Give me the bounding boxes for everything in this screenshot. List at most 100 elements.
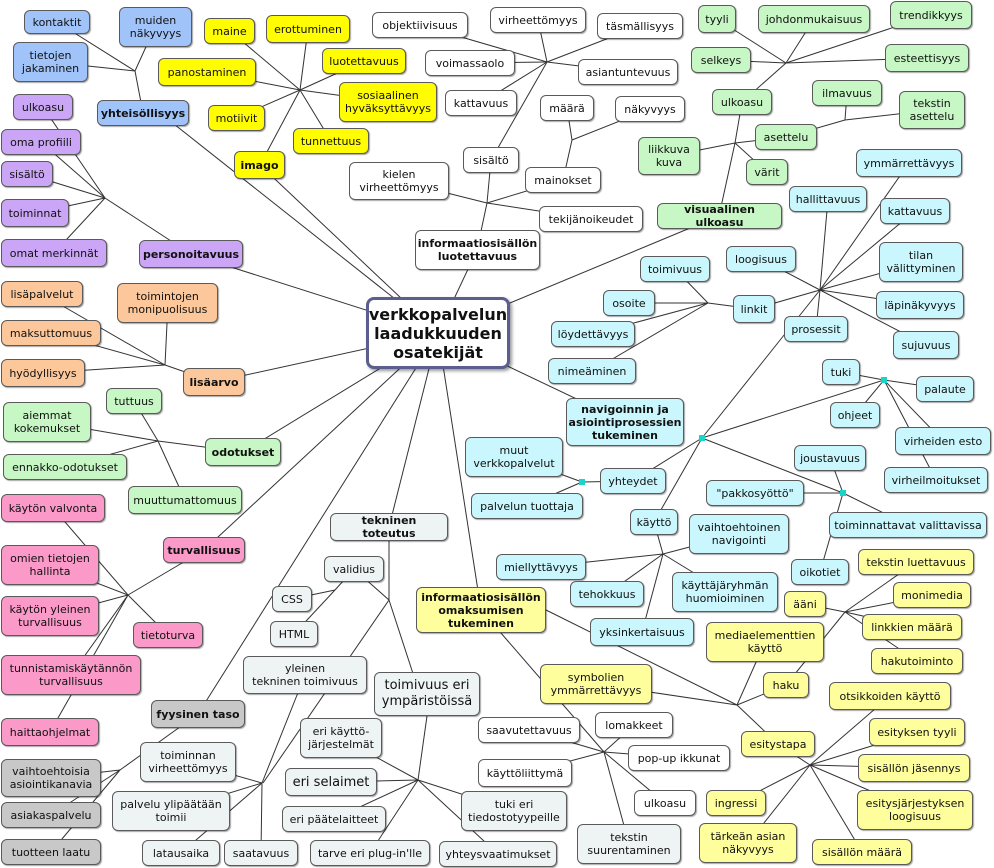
branch-yhteisollisyys: yhteisöllisyys	[97, 100, 189, 126]
node-toimivuus-n: toimivuus	[640, 256, 710, 282]
node-tarkean-asian-nakyvyys: tärkeän asian näkyvyys	[699, 823, 797, 863]
node-mediaelementtien-kaytto: mediaelementtien käyttö	[706, 622, 824, 662]
node-maksuttomuus: maksuttomuus	[1, 320, 101, 346]
node-ulkoasu-p: ulkoasu	[13, 94, 73, 120]
node-maine: maine	[204, 18, 255, 44]
node-virheilmoitukset: virheilmoitukset	[884, 467, 988, 493]
node-tuki: tuki	[822, 359, 860, 385]
node-saatavuus: saatavuus	[224, 840, 298, 866]
node-html: HTML	[270, 621, 318, 647]
branch-omaksuminen: informaatiosisällön omaksumisen tukemine…	[416, 587, 546, 633]
node-sujuvuus: sujuvuus	[893, 331, 959, 359]
junction-marker	[699, 435, 705, 441]
junction-marker	[840, 490, 846, 496]
branch-turvallisuus: turvallisuus	[163, 537, 245, 563]
node-trendikkyys: trendikkyys	[890, 1, 972, 29]
node-joustavuus: joustavuus	[794, 445, 866, 471]
connector-line	[819, 162, 910, 291]
node-aani: ääni	[784, 591, 826, 617]
node-oma-profiili: oma profiili	[1, 129, 81, 155]
node-tekstin-luettavuus: tekstin luettavuus	[858, 549, 974, 575]
node-palvelu-ylipaataan-toimii: palvelu ylipäätään toimii	[112, 791, 230, 831]
node-toiminnan-virheettomyys: toiminnan virheettömyys	[140, 742, 236, 782]
node-ingressi: ingressi	[706, 790, 766, 816]
node-lisapalvelut: lisäpalvelut	[1, 281, 83, 307]
node-lapinakyvyys: läpinäkyvyys	[876, 291, 964, 319]
node-prosessit: prosessit	[784, 316, 848, 342]
node-ulkoasu-o: ulkoasu	[634, 790, 696, 816]
junction-marker	[881, 377, 887, 383]
branch-personoitavuus: personoitavuus	[139, 240, 243, 268]
node-monimedia: monimedia	[893, 582, 971, 608]
node-voimassaolo: voimassaolo	[425, 50, 515, 76]
node-tekijanoikeudet: tekijänoikeudet	[539, 206, 643, 232]
node-sisallon-maara: sisällön määrä	[812, 839, 912, 865]
node-asettelu: asettelu	[755, 124, 817, 150]
node-osoite: osoite	[603, 290, 655, 316]
node-ennakko-odotukset: ennakko-odotukset	[3, 454, 127, 480]
node-loydettavyys: löydettävyys	[551, 321, 635, 347]
node-kontaktit: kontaktit	[24, 10, 90, 34]
node-asiantuntevuus: asiantuntevuus	[578, 59, 678, 85]
connector-line	[819, 210, 916, 291]
node-esitysjarjestyksen-loogisuus: esitysjärjestyksen loogisuus	[857, 790, 973, 830]
node-kayton-valvonta: käytön valvonta	[1, 494, 105, 522]
branch-imago: imago	[234, 151, 285, 179]
connector-line	[819, 198, 829, 291]
node-objektiivisuus: objektiivisuus	[372, 12, 468, 38]
node-sosiaalinen-hyvaksyttavyys: sosiaalinen hyväksyttävyys	[339, 82, 437, 122]
connector-line	[701, 379, 885, 439]
node-virheettomyys: virheettömyys	[490, 7, 586, 33]
center-topic: verkkopalvelun laadukkuuden osatekijät	[366, 297, 510, 369]
node-haittaohjelmat: haittaohjelmat	[1, 718, 99, 746]
connector-line	[701, 289, 821, 439]
node-kaytto: käyttö	[630, 509, 678, 535]
node-esityksen-tyyli: esityksen tyyli	[869, 718, 965, 746]
node-toimivuus-eri-ymparistoissa: toimivuus eri ympäristöissä	[374, 672, 480, 716]
branch-lisaarvo: lisäarvo	[183, 368, 245, 396]
node-tyyli: tyyli	[698, 5, 736, 33]
branch-informaatio-luotettavuus: informaatiosisällön luotettavuus	[415, 230, 540, 270]
node-mainokset: mainokset	[525, 167, 601, 193]
node-ohjeet: ohjeet	[830, 402, 880, 428]
node-pop-up-ikkunat: pop-up ikkunat	[628, 745, 730, 771]
node-kayttajaryhman-huomioiminen: käyttäjäryhmän huomioiminen	[672, 572, 778, 612]
node-validius: validius	[324, 556, 384, 582]
node-tekstin-asettelu: tekstin asettelu	[899, 91, 965, 129]
node-toiminnattavat-valittavissa: toiminnattavat valittavissa	[829, 512, 987, 538]
node-hyodyllisyys: hyödyllisyys	[1, 359, 85, 387]
node-tuotteen-laatu: tuotteen laatu	[1, 839, 101, 865]
connector-line	[437, 332, 482, 611]
branch-visuaalinen-ulkoasu: visuaalinen ulkoasu	[657, 203, 782, 229]
node-yleinen-tekninen-toimivuus: yleinen tekninen toimivuus	[243, 656, 367, 694]
connector-line	[809, 764, 863, 853]
branch-fyysinen-taso: fyysinen taso	[151, 700, 245, 728]
node-sisalto-i: sisältö	[463, 147, 519, 173]
node-tuttuus: tuttuus	[106, 388, 162, 414]
connector-line	[159, 112, 439, 334]
node-eri-selaimet: eri selaimet	[285, 768, 377, 796]
node-tietoturva: tietoturva	[133, 622, 203, 648]
node-tekstin-suurentaminen: tekstin suurentaminen	[577, 824, 681, 864]
node-saavutettavuus: saavutettavuus	[478, 717, 580, 743]
node-hallittavuus: hallittavuus	[789, 186, 867, 212]
node-muiden-nakyvyys: muiden näkyvyys	[119, 7, 192, 47]
node-maara: määrä	[540, 95, 594, 121]
node-ulkoasu-v: ulkoasu	[712, 89, 772, 115]
node-kattavuus-i: kattavuus	[445, 90, 517, 116]
node-tilan-valittyminen: tilan välittyminen	[879, 242, 963, 282]
connector-line	[545, 609, 738, 706]
node-aiemmat-kokemukset: aiemmat kokemukset	[3, 402, 91, 442]
node-hakutoiminto: hakutoiminto	[871, 648, 963, 674]
connector-line	[203, 332, 439, 551]
node-vaihtoehtoinen-navigointi: vaihtoehtoinen navigointi	[689, 514, 789, 554]
node-varit: värit	[746, 159, 788, 185]
node-kielen-virheettomyys: kielen virheettömyys	[349, 162, 449, 200]
node-palaute: palaute	[916, 376, 974, 402]
node-motiivit: motiivit	[208, 105, 265, 131]
node-omien-tietojen-hallinta: omien tietojen hallinta	[1, 545, 99, 585]
node-selkeys: selkeys	[691, 47, 751, 73]
node-johdonmukaisuus: johdonmukaisuus	[758, 5, 870, 33]
node-vaihtoehtoisia-asiointikanavia: vaihtoehtoisia asiointikanavia	[1, 759, 101, 797]
node-haku: haku	[763, 672, 809, 698]
